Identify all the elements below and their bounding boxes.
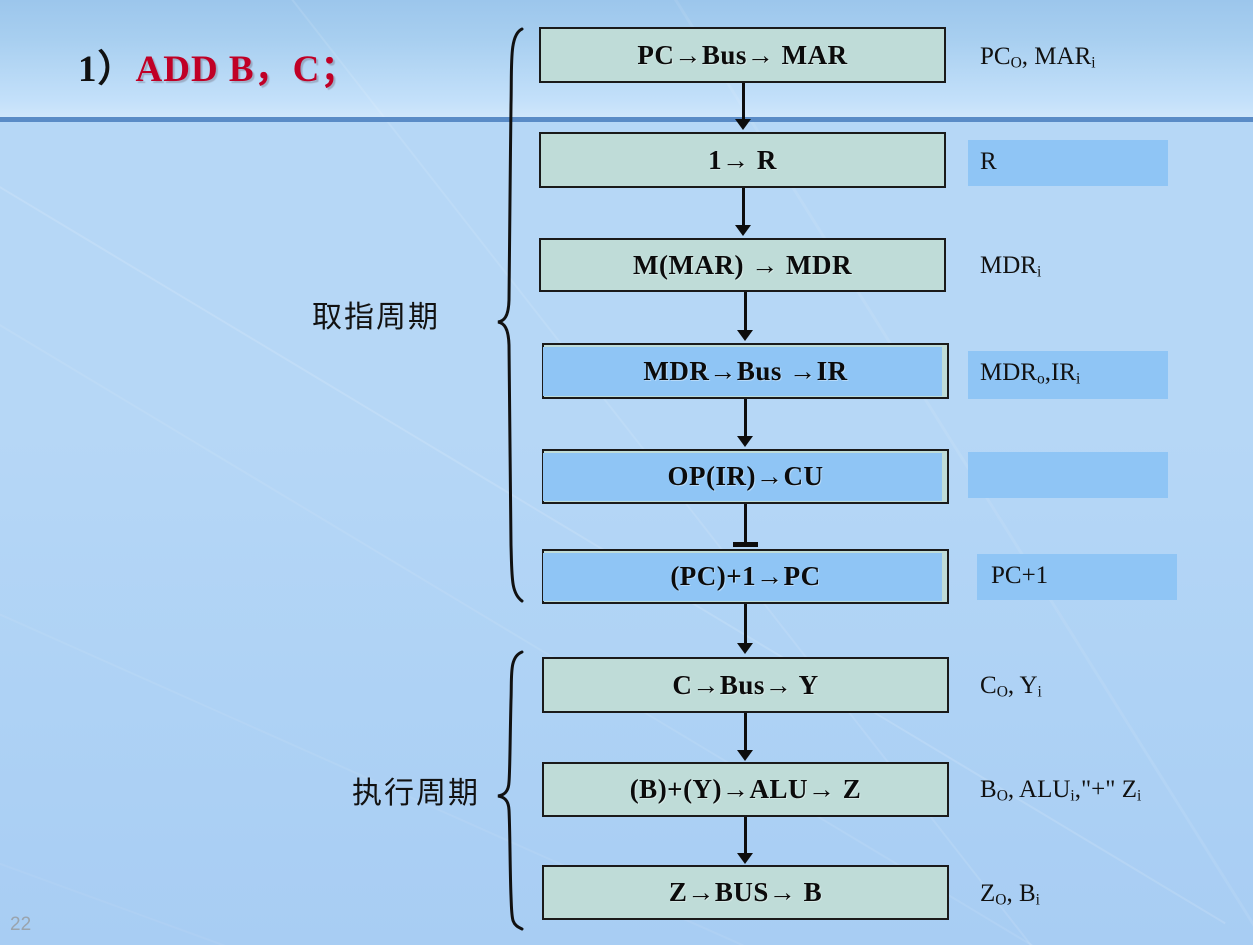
annotation-6: PC+1 bbox=[991, 562, 1049, 589]
title-command: ADD B，C； bbox=[135, 49, 359, 90]
flow-box-4[interactable]: MDR→Bus →IR bbox=[542, 343, 949, 399]
flow-box-8[interactable]: (B)+(Y)→ALU→ Z bbox=[542, 762, 949, 817]
arrowhead-1-2 bbox=[735, 119, 751, 130]
annotation-3: MDRi bbox=[980, 252, 1042, 281]
flow-box-6-label: (PC)+1→PC bbox=[670, 561, 821, 591]
annotation-2: R bbox=[980, 148, 997, 175]
annotation-highlight-5 bbox=[968, 452, 1168, 498]
flow-box-3-label: M(MAR) → MDR bbox=[633, 249, 852, 280]
execute-cycle-brace bbox=[497, 650, 524, 931]
fetch-cycle-brace bbox=[497, 27, 524, 603]
annotation-highlight-2 bbox=[968, 140, 1168, 186]
annotation-7: CO, Yi bbox=[980, 672, 1042, 701]
flow-box-7[interactable]: C→Bus→ Y bbox=[542, 657, 949, 713]
title-number: 1） bbox=[78, 49, 136, 90]
connector-1-2 bbox=[742, 83, 745, 121]
arrowhead-2-3 bbox=[735, 225, 751, 236]
flow-box-5[interactable]: OP(IR)→CU bbox=[542, 449, 949, 504]
annotation-1: PCO, MARi bbox=[980, 43, 1096, 72]
annotation-4: MDRo,IRi bbox=[980, 359, 1081, 388]
flow-box-8-label: (B)+(Y)→ALU→ Z bbox=[629, 774, 862, 804]
flow-box-6[interactable]: (PC)+1→PC bbox=[542, 549, 949, 604]
execute-cycle-label: 执行周期 bbox=[352, 776, 480, 811]
connector-7-8 bbox=[744, 713, 747, 751]
fetch-cycle-label: 取指周期 bbox=[312, 300, 440, 335]
annotation-9: ZO, Bi bbox=[980, 880, 1040, 909]
flow-box-7-label: C→Bus→ Y bbox=[672, 669, 819, 700]
annotation-highlight-6 bbox=[977, 554, 1177, 600]
flow-box-1-label: PC→Bus→ MAR bbox=[637, 39, 848, 70]
flow-box-4-label: MDR→Bus →IR bbox=[643, 355, 848, 386]
arrowhead-6-7 bbox=[737, 643, 753, 654]
annotation-highlight-4 bbox=[968, 351, 1168, 399]
page-number: 22 bbox=[10, 914, 32, 935]
flow-box-5-label: OP(IR)→CU bbox=[667, 461, 824, 491]
flow-box-1[interactable]: PC→Bus→ MAR bbox=[539, 27, 946, 83]
connector-6-7 bbox=[744, 604, 747, 645]
connector-5-6 bbox=[744, 504, 747, 544]
flow-box-9[interactable]: Z→BUS→ B bbox=[542, 865, 949, 920]
arrowhead-7-8 bbox=[737, 750, 753, 761]
flow-box-2[interactable]: 1→ R bbox=[539, 132, 946, 188]
connector-3-4 bbox=[744, 292, 747, 331]
flow-box-9-label: Z→BUS→ B bbox=[668, 877, 823, 907]
connector-2-3 bbox=[742, 188, 745, 226]
arrowhead-3-4 bbox=[737, 330, 753, 341]
arrowhead-4-5 bbox=[737, 436, 753, 447]
flow-box-3[interactable]: M(MAR) → MDR bbox=[539, 238, 946, 292]
arrowhead-8-9 bbox=[737, 853, 753, 864]
flat-end-5-6 bbox=[733, 542, 758, 547]
flow-box-2-label: 1→ R bbox=[708, 144, 777, 175]
header-divider-rule bbox=[0, 117, 1253, 122]
annotation-8: BO, ALUi,"+" Zi bbox=[980, 776, 1142, 805]
slide-title: 1）ADD B，C； bbox=[78, 38, 358, 92]
connector-4-5 bbox=[744, 399, 747, 437]
connector-8-9 bbox=[744, 817, 747, 854]
